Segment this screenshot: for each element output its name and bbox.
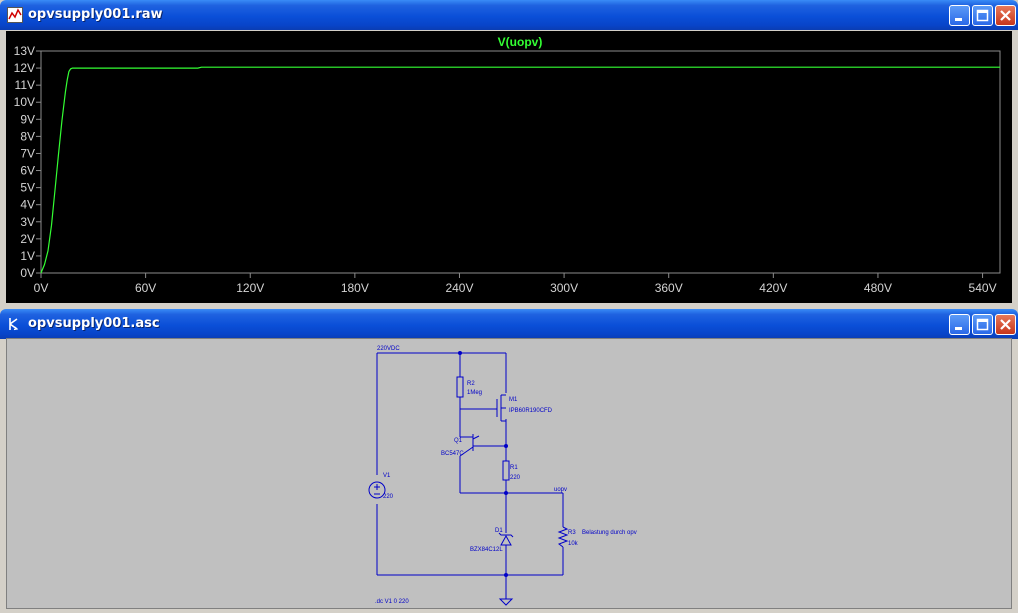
- y-tick-label: 9V: [20, 112, 35, 126]
- maximize-button[interactable]: [972, 5, 993, 26]
- x-tick-label: 240V: [445, 281, 473, 295]
- y-tick-label: 8V: [20, 129, 35, 143]
- ground-symbol: [498, 598, 514, 606]
- minimize-button[interactable]: [949, 5, 970, 26]
- plot-window[interactable]: opvsupply001.raw 0V 1V 2V 3V 4V 5V 6V 7V 8V 9V 10V…: [0, 0, 1018, 305]
- resistor-r2[interactable]: [456, 376, 464, 398]
- x-tick-label: 60V: [135, 281, 156, 295]
- x-axis: 0V 60V 120V 180V 240V 300V 360V 420V 480V 540V: [34, 273, 997, 295]
- q1-model[interactable]: BC547C: [441, 451, 464, 457]
- waveform-icon: [7, 7, 23, 23]
- spice-directive[interactable]: .dc V1 0 220: [375, 599, 409, 605]
- r2-name[interactable]: R2: [467, 381, 475, 387]
- x-tick-label: 0V: [34, 281, 49, 295]
- r3-name[interactable]: R3: [568, 530, 576, 536]
- y-axis: 0V 1V 2V 3V 4V 5V 6V 7V 8V 9V 10V 11V 12V 13V: [14, 44, 41, 280]
- v1-name[interactable]: V1: [383, 473, 391, 479]
- mosfet-m1[interactable]: [496, 394, 506, 422]
- waveform-plot-pane[interactable]: 0V 1V 2V 3V 4V 5V 6V 7V 8V 9V 10V 11V 12V 13V 0V 60V 12…: [6, 31, 1012, 303]
- v1-value[interactable]: 220: [383, 494, 394, 500]
- y-tick-label: 7V: [20, 146, 35, 160]
- resistor-r3[interactable]: [557, 526, 569, 548]
- r1-name[interactable]: R1: [510, 465, 518, 471]
- close-button[interactable]: [995, 314, 1016, 335]
- y-tick-label: 12V: [14, 61, 35, 75]
- r1-value[interactable]: 220: [510, 475, 521, 481]
- close-icon: [1000, 319, 1011, 330]
- net-label-uopv[interactable]: uopv: [554, 487, 567, 493]
- schematic-icon: [7, 316, 23, 332]
- maximize-icon: [976, 9, 989, 22]
- y-tick-label: 3V: [20, 215, 35, 229]
- y-tick-label: 5V: [20, 181, 35, 195]
- d1-name[interactable]: D1: [495, 528, 503, 534]
- r2-value[interactable]: 1Meg: [467, 390, 482, 396]
- schematic-window[interactable]: opvsupply001.asc: [0, 309, 1018, 610]
- plot-titlebar[interactable]: opvsupply001.raw: [0, 0, 1018, 30]
- x-tick-label: 360V: [655, 281, 683, 295]
- q1-name[interactable]: Q1: [454, 438, 463, 444]
- close-button[interactable]: [995, 5, 1016, 26]
- voltage-source-v1[interactable]: [368, 481, 386, 499]
- load-comment[interactable]: Belastung durch opv: [582, 530, 637, 536]
- minimize-icon: [955, 327, 962, 330]
- circuit-schematic[interactable]: 220VDC R2 1Meg M1 IPB60R190CFD Q1 BC547C…: [7, 339, 1011, 608]
- zener-diode-d1[interactable]: [498, 532, 514, 546]
- schematic-window-title: opvsupply001.asc: [28, 316, 160, 331]
- net-label-220vdc[interactable]: 220VDC: [377, 346, 400, 352]
- series-line-v-uopv: [40, 66, 1000, 274]
- minimize-icon: [955, 18, 962, 21]
- y-tick-label: 1V: [20, 249, 35, 263]
- maximize-icon: [976, 318, 989, 331]
- wires: [376, 352, 564, 599]
- resistor-r1[interactable]: [502, 460, 510, 481]
- x-tick-label: 120V: [236, 281, 264, 295]
- y-tick-label: 11V: [15, 78, 35, 92]
- x-tick-label: 540V: [969, 281, 997, 295]
- minimize-button[interactable]: [949, 314, 970, 335]
- y-tick-label: 0V: [20, 266, 35, 280]
- x-tick-label: 180V: [341, 281, 369, 295]
- junction-dots: [458, 351, 508, 577]
- trace-label[interactable]: V(uopv): [498, 35, 543, 49]
- d1-model[interactable]: BZX84C12L: [470, 547, 503, 553]
- y-tick-label: 4V: [20, 198, 35, 212]
- plot-frame: [40, 50, 1001, 274]
- maximize-button[interactable]: [972, 314, 993, 335]
- y-tick-label: 13V: [14, 44, 35, 58]
- m1-model[interactable]: IPB60R190CFD: [509, 408, 553, 414]
- plot-window-title: opvsupply001.raw: [28, 7, 163, 22]
- x-tick-label: 420V: [759, 281, 787, 295]
- schematic-canvas[interactable]: 220VDC R2 1Meg M1 IPB60R190CFD Q1 BC547C…: [6, 338, 1012, 609]
- schematic-titlebar[interactable]: opvsupply001.asc: [0, 309, 1018, 339]
- r3-value[interactable]: 10k: [568, 541, 579, 547]
- y-tick-label: 2V: [20, 232, 35, 246]
- transistor-q1[interactable]: [459, 434, 480, 457]
- close-icon: [1000, 10, 1011, 21]
- m1-name[interactable]: M1: [509, 397, 518, 403]
- y-tick-label: 10V: [14, 95, 35, 109]
- x-tick-label: 300V: [550, 281, 578, 295]
- waveform-chart[interactable]: 0V 1V 2V 3V 4V 5V 6V 7V 8V 9V 10V 11V 12V 13V 0V 60V 12…: [6, 31, 1012, 303]
- y-tick-label: 6V: [20, 164, 35, 178]
- x-tick-label: 480V: [864, 281, 892, 295]
